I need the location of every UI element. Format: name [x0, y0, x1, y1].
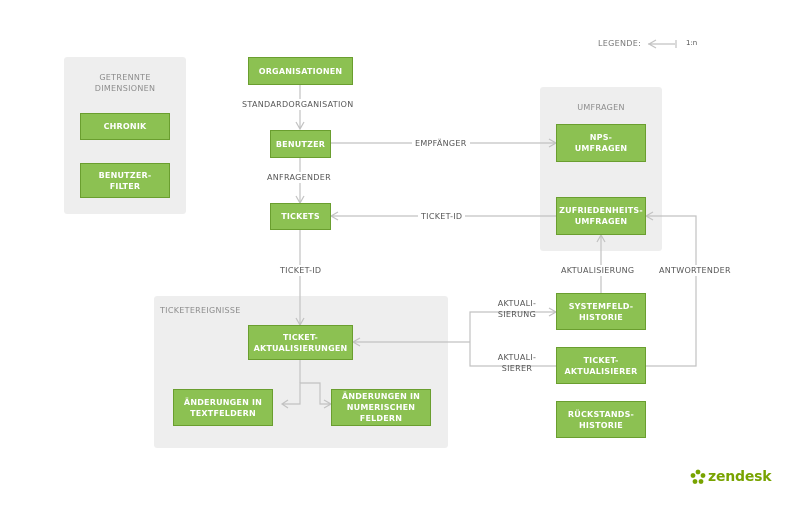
edge-label-antwortender: ANTWORTENDER — [656, 265, 734, 276]
group-title-ticket-events: TICKETEREIGNISSE — [160, 306, 241, 315]
node-aenderungen-numerische-felder[interactable]: ÄNDERUNGEN IN NUMERISCHEN FELDERN — [331, 389, 431, 426]
group-title-separate-dimensions: GETRENNTE DIMENSIONEN — [94, 73, 156, 93]
node-tickets[interactable]: TICKETS — [270, 203, 331, 230]
legend-value: 1:n — [686, 39, 698, 47]
edge-label-aktualisierer: AKTUALI- SIERER — [497, 353, 537, 373]
node-organisationen[interactable]: ORGANISATIONEN — [248, 57, 353, 85]
node-ticket-aktualisierer[interactable]: TICKET- AKTUALISIERER — [556, 347, 646, 384]
zendesk-logo: zendesk — [690, 469, 772, 485]
zendesk-logo-text: zendesk — [708, 469, 772, 485]
edge-label-standardorganisation: STANDARDORGANISATION — [239, 99, 357, 110]
node-zufriedenheits-umfragen[interactable]: ZUFRIEDENHEITS- UMFRAGEN — [556, 197, 646, 235]
node-nps-umfragen[interactable]: NPS- UMFRAGEN — [556, 124, 646, 162]
edge-label-ticket-id-1: TICKET-ID — [418, 211, 466, 222]
node-chronik[interactable]: CHRONIK — [80, 113, 170, 140]
edge-label-ticket-id-2: TICKET-ID — [277, 265, 325, 276]
edge-label-anfragender: ANFRAGENDER — [264, 172, 334, 183]
node-systemfeld-historie[interactable]: SYSTEMFELD- HISTORIE — [556, 293, 646, 330]
node-rueckstands-historie[interactable]: RÜCKSTANDS- HISTORIE — [556, 401, 646, 438]
group-title-surveys: UMFRAGEN — [577, 103, 625, 112]
edge-label-aktualisierung-2: AKTUALI- SIERUNG — [497, 299, 537, 319]
node-aenderungen-textfelder[interactable]: ÄNDERUNGEN IN TEXTFELDERN — [173, 389, 273, 426]
edge-label-aktualisierung-1: AKTUALISIERUNG — [558, 265, 638, 276]
edge-label-empfaenger: EMPFÄNGER — [412, 138, 470, 149]
zendesk-logo-icon — [690, 469, 706, 484]
node-ticket-aktualisierungen[interactable]: TICKET- AKTUALISIERUNGEN — [248, 325, 353, 360]
legend-label: LEGENDE: — [598, 39, 642, 48]
node-benutzer[interactable]: BENUTZER — [270, 130, 331, 158]
node-benutzer-filter[interactable]: BENUTZER- FILTER — [80, 163, 170, 198]
